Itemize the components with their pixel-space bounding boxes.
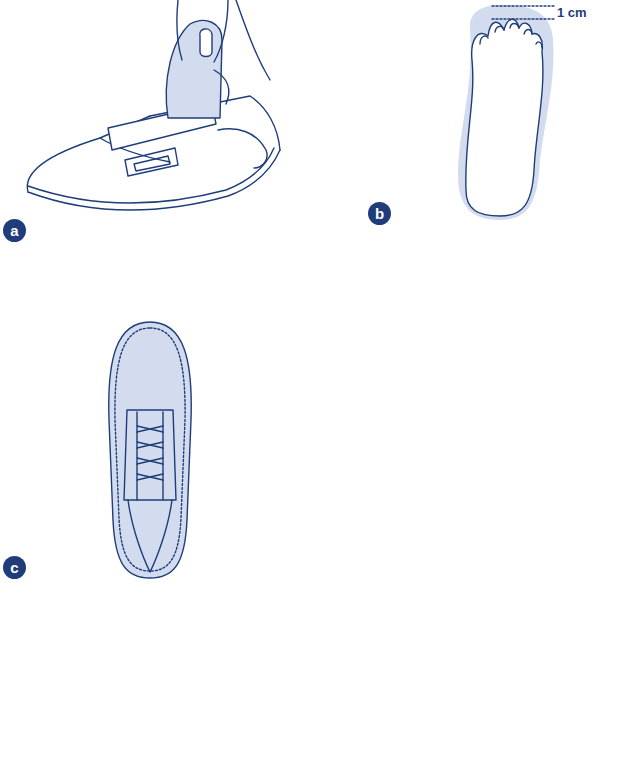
- callout-letter: b: [368, 202, 391, 225]
- callout-text: c: [10, 560, 18, 575]
- dimension-label: 1 cm: [555, 5, 589, 20]
- shoe-side-view: [27, 0, 280, 210]
- dimension-lines: [492, 6, 555, 19]
- foot-on-insole: [458, 5, 554, 220]
- callout-text: a: [10, 223, 18, 238]
- callout-letter: c: [3, 556, 26, 579]
- callout-letter: a: [3, 219, 26, 242]
- shoe-top-view: [109, 322, 192, 578]
- callout-text: b: [375, 206, 384, 221]
